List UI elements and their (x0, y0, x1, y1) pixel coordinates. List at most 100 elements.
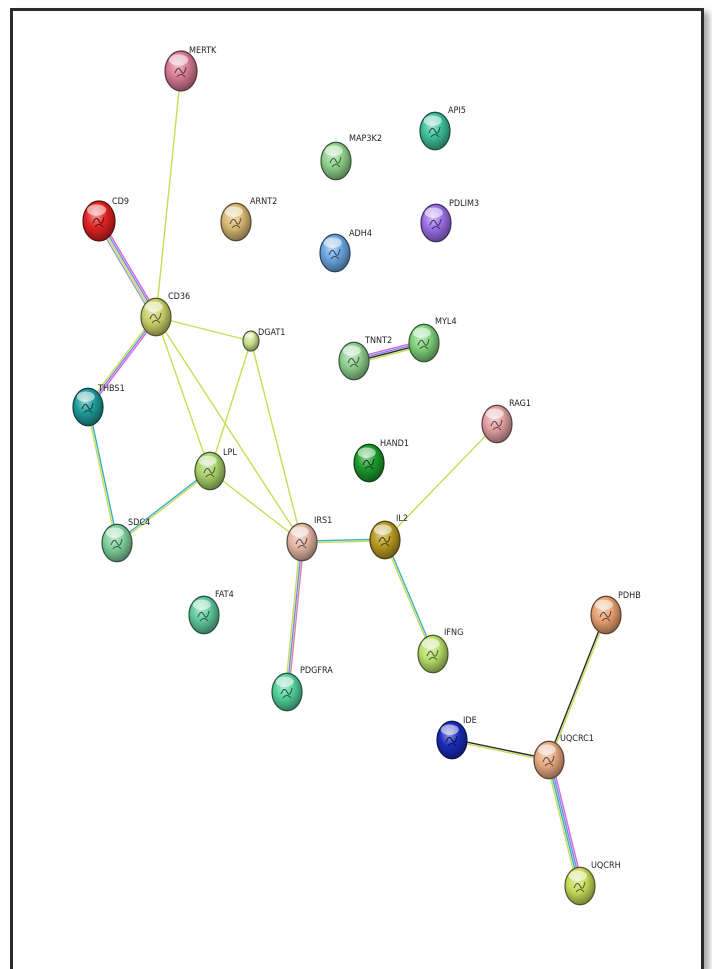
node-adh4[interactable]: ADH4 (319, 229, 372, 273)
node-uqcrc1[interactable]: UQCRC1 (533, 734, 594, 780)
edge-uqcrc1-uqcrh (545, 759, 584, 887)
node-label: MERTK (189, 46, 217, 56)
edge-line (155, 316, 252, 342)
node-label: IFNG (444, 628, 463, 638)
edge-line (383, 540, 433, 655)
node-label: SDC4 (128, 518, 150, 528)
edge-line (155, 70, 182, 318)
node-hand1[interactable]: HAND1 (353, 439, 409, 483)
edge-line (549, 759, 582, 886)
structure-icon (428, 126, 441, 138)
node-myl4[interactable]: MYL4 (408, 317, 457, 363)
structure-icon (426, 649, 439, 661)
node-highlight (87, 204, 107, 216)
node-arnt2[interactable]: ARNT2 (220, 197, 277, 242)
edge-line (250, 340, 303, 543)
edge-line (209, 470, 303, 543)
edge-line (87, 316, 157, 408)
node-highlight (323, 237, 342, 248)
node-highlight (485, 408, 504, 419)
node-lpl[interactable]: LPL (194, 448, 237, 491)
edge-line (100, 219, 159, 316)
node-ifng[interactable]: IFNG (417, 628, 463, 674)
edge-cd36-irs1 (155, 316, 303, 543)
structure-icon (92, 216, 105, 228)
edge-line (86, 315, 156, 407)
node-label: HAND1 (380, 439, 409, 449)
node-thbs1[interactable]: THBS1 (72, 384, 125, 427)
node-sdc4[interactable]: SDC4 (101, 518, 150, 563)
node-tnnt2[interactable]: TNNT2 (338, 336, 392, 381)
edge-line (155, 316, 211, 472)
edge-line (88, 317, 158, 409)
edge-line (452, 738, 550, 760)
edge-line (384, 423, 498, 541)
node-highlight (594, 599, 613, 610)
structure-icon (329, 156, 342, 168)
edge-sdc4-lpl (116, 469, 211, 545)
node-fat4[interactable]: FAT4 (188, 590, 234, 635)
network-frame (10, 8, 704, 969)
node-label: PDGFRA (300, 666, 333, 676)
structure-icon (378, 535, 391, 547)
node-mertk[interactable]: MERTK (164, 46, 217, 92)
node-dgat1[interactable]: DGAT1 (242, 328, 285, 352)
node-pdgfra[interactable]: PDGFRA (271, 666, 333, 712)
node-label: PDLIM3 (449, 199, 479, 209)
node-label: UQCRC1 (560, 734, 594, 744)
structure-icon (542, 755, 555, 767)
node-label: CD36 (168, 292, 190, 302)
edge-ide-uqcrc1 (451, 738, 550, 762)
edge-layer (86, 70, 608, 887)
node-label: MYL4 (435, 317, 457, 327)
node-label: UQCRH (591, 861, 621, 871)
node-highlight (76, 391, 95, 402)
edge-line (284, 541, 301, 692)
node-pdhb[interactable]: PDHB (590, 591, 641, 635)
node-cd9[interactable]: CD9 (82, 197, 129, 242)
node-il2[interactable]: IL2 (369, 514, 408, 560)
node-label: IL2 (396, 514, 408, 524)
edge-line (550, 759, 584, 886)
node-rag1[interactable]: RAG1 (481, 399, 531, 444)
edge-cd36-lpl (155, 316, 211, 472)
node-label: IDE (463, 716, 477, 726)
node-label: IRS1 (314, 516, 332, 526)
node-irs1[interactable]: IRS1 (286, 516, 332, 562)
structure-icon (295, 537, 308, 549)
node-label: FAT4 (215, 590, 234, 600)
edge-il2-ifng (383, 539, 435, 655)
edge-line (547, 760, 580, 887)
node-highlight (568, 870, 587, 881)
node-label: PDHB (618, 591, 641, 601)
structure-icon (280, 687, 293, 699)
node-uqcrh[interactable]: UQCRH (564, 861, 621, 906)
edge-line (155, 316, 303, 543)
structure-icon (197, 610, 210, 622)
node-highlight (424, 207, 443, 218)
edge-thbs1-sdc4 (86, 406, 119, 544)
node-highlight (342, 345, 361, 356)
node-map3k2[interactable]: MAP3K2 (320, 134, 382, 181)
structure-icon (445, 735, 458, 747)
edge-line (545, 760, 579, 887)
node-ide[interactable]: IDE (436, 716, 477, 760)
edge-line (451, 740, 549, 762)
node-pdlim3[interactable]: PDLIM3 (420, 199, 479, 243)
structure-icon (149, 312, 162, 324)
structure-icon (347, 356, 360, 368)
node-label: RAG1 (509, 399, 531, 409)
node-highlight (245, 332, 255, 339)
node-highlight (198, 455, 217, 466)
edge-line (117, 471, 211, 545)
structure-icon (573, 881, 586, 893)
edge-irs1-pdgfra (284, 541, 305, 693)
structure-icon (490, 419, 503, 431)
edge-line (86, 407, 117, 544)
edge-uqcrc1-pdhb (547, 614, 608, 761)
structure-icon (328, 248, 341, 260)
node-api5[interactable]: API5 (419, 106, 466, 151)
structure-icon (417, 338, 430, 350)
edge-line (116, 469, 210, 543)
node-cd36[interactable]: CD36 (140, 292, 190, 337)
